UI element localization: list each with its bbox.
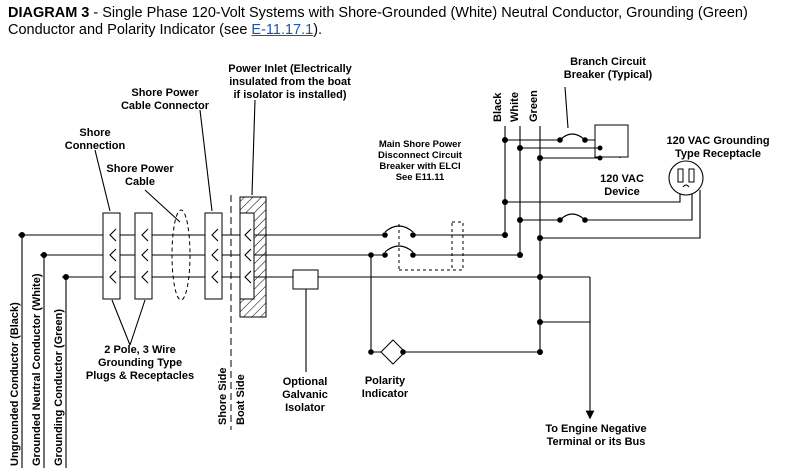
main-disconnect-breaker [368, 221, 464, 271]
diagram-description: - Single Phase 120-Volt Systems with Sho… [8, 5, 748, 38]
left-conductors [19, 232, 69, 468]
diagram-header: DIAGRAM 3 - Single Phase 120-Volt System… [8, 5, 793, 39]
main-wires [18, 234, 540, 278]
label-ungrounded-conductor: Ungrounded Conductor (Black) [9, 302, 21, 466]
connector-blocks [102, 209, 252, 301]
diagram-label: DIAGRAM 3 [8, 5, 90, 21]
reference-link[interactable]: E-11.17.1 [251, 22, 314, 38]
power-inlet [239, 196, 267, 318]
header-closing: ). [313, 22, 323, 38]
vac-device-box [594, 124, 629, 158]
label-bus-black: Black [492, 92, 504, 122]
branch-circuit [502, 124, 629, 161]
leader-lines [94, 86, 569, 346]
bus-bars [502, 126, 595, 420]
galvanic-isolator [292, 269, 319, 372]
label-shore-side: Shore Side [217, 368, 229, 425]
pin-chevrons [109, 228, 252, 284]
label-neutral-conductor: Grounded Neutral Conductor (White) [31, 273, 43, 466]
receptacle-symbol [668, 160, 704, 196]
label-bus-white: White [509, 92, 521, 122]
receptacle-circuit [502, 190, 701, 241]
label-boat-side: Boat Side [235, 374, 247, 425]
cable-ellipse [171, 209, 191, 301]
label-bus-green: Green [528, 90, 540, 122]
polarity-indicator [368, 255, 540, 365]
label-grounding-conductor: Grounding Conductor (Green) [53, 309, 65, 466]
